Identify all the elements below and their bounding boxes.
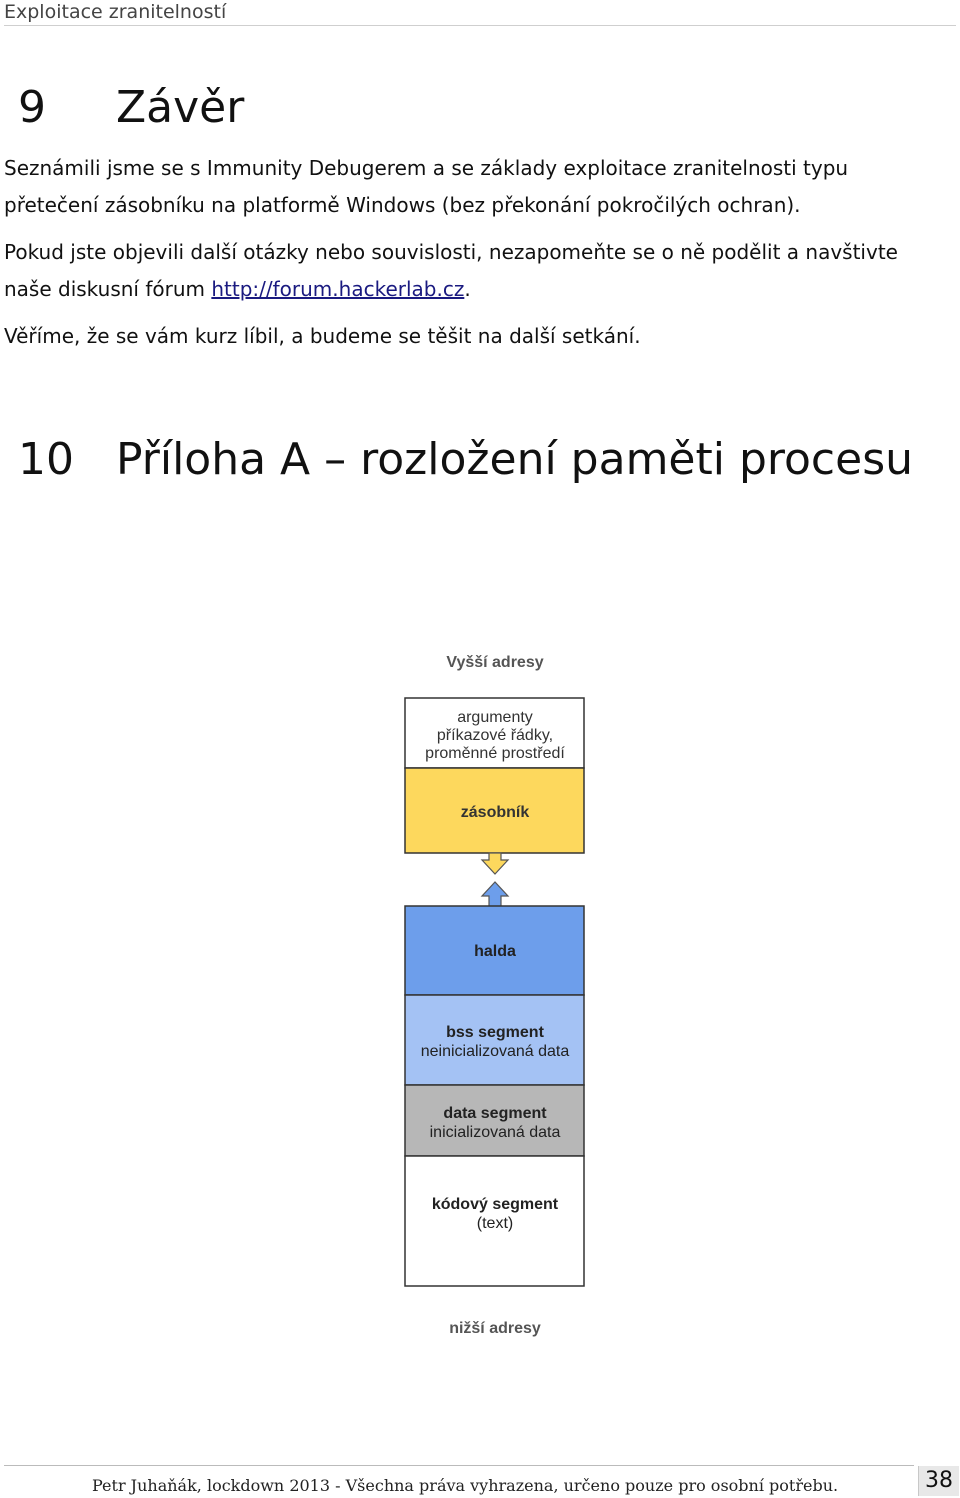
segment-code [404,1155,585,1287]
section-9-number: 9 [18,82,46,133]
footer-copyright: Petr Juhaňák, lockdown 2013 - Všechna pr… [92,1476,839,1495]
memory-layout-diagram: Vyšší adresy argumenty příkazové řádky, … [404,654,585,1337]
segment-stack [404,767,585,854]
section-10-number: 10 [18,434,74,485]
segment-stack-label: zásobník [461,804,530,821]
running-header: Exploitace zranitelností [4,0,956,26]
segment-data [404,1084,585,1157]
paragraph-forum-text: Pokud jste objevili další otázky nebo so… [4,240,898,301]
segment-bss-line1: bss segment [446,1024,544,1041]
lower-addresses-label: nižší adresy [449,1320,541,1337]
segment-heap-label: halda [474,943,516,960]
section-9-title: Závěr [116,82,245,133]
paragraph-closing: Věříme, že se vám kurz líbil, a budeme s… [4,324,641,348]
page-number: 38 [918,1466,959,1496]
segment-arguments-line3: proměnné prostředí [425,745,565,762]
segment-data-line2: inicializovaná data [430,1124,561,1141]
section-10-heading: 10 Příloha A – rozložení paměti procesu [18,434,913,486]
footer-divider [4,1465,914,1466]
forum-link[interactable]: http://forum.hackerlab.cz [211,277,465,301]
running-header-title: Exploitace zranitelností [4,1,227,23]
section-9-heading: 9 Závěr [18,82,244,134]
segment-arguments-line1: argumenty [457,709,533,726]
section-10-title: Příloha A – rozložení paměti procesu [116,434,914,485]
segment-data-line1: data segment [443,1105,547,1122]
stack-growth-arrow-icon [480,852,510,875]
paragraph-intro: Seznámili jsme se s Immunity Debugerem a… [4,156,849,217]
segment-arguments-line2: příkazové řádky, [437,727,553,744]
segment-bss-line2: neinicializovaná data [421,1043,570,1060]
paragraph-forum-period: . [464,277,471,301]
segment-heap [404,905,585,996]
segment-bss [404,994,585,1086]
higher-addresses-label: Vyšší adresy [446,654,543,671]
segment-code-line2: (text) [477,1215,513,1232]
paragraph-forum: Pokud jste objevili další otázky nebo so… [4,234,944,308]
segment-code-line1: kódový segment [432,1196,559,1213]
